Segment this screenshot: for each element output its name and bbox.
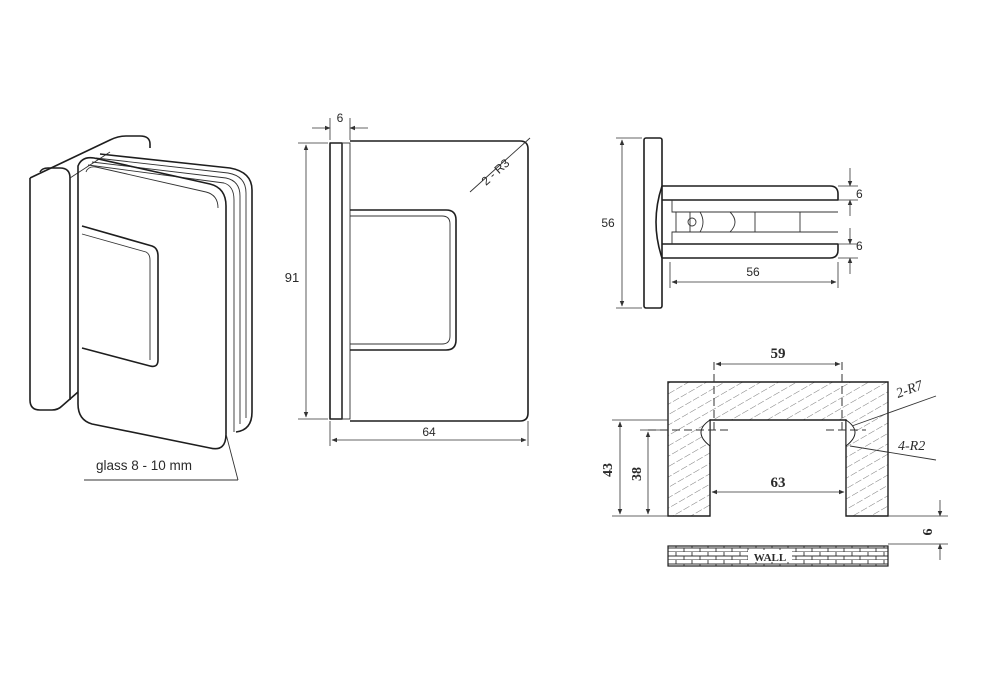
wall-label: WALL	[754, 552, 786, 564]
section-top-dim: 59	[771, 346, 786, 362]
side-height-dim: 56	[601, 216, 615, 230]
section-inner-height-dim: 38	[630, 467, 645, 481]
front-thickness-dim: 6	[337, 111, 344, 125]
glass-thickness-label: glass 8 - 10 mm	[96, 458, 192, 473]
corner-radius-label: 2 - R3	[479, 156, 513, 188]
corner-radius-label-section: 4-R2	[898, 439, 925, 454]
side-view: 56 56 6 6	[601, 137, 863, 309]
section-outer-height-dim: 43	[601, 463, 616, 477]
side-bottom-gap-dim: 6	[856, 239, 863, 253]
section-inner-dim: 63	[771, 475, 786, 491]
front-view: 2 - R3 6 91 64	[285, 111, 531, 446]
isometric-view: glass 8 - 10 mm	[29, 135, 253, 481]
side-width-dim: 56	[746, 265, 760, 279]
section-wall-gap-dim: 6	[921, 529, 936, 536]
front-height-dim: 91	[285, 270, 299, 285]
front-width-dim: 64	[422, 425, 436, 439]
section-view: 59 63 43 38 6 2-R7 4-R2 WALL	[601, 346, 948, 567]
hole-radius-label: 2-R7	[894, 378, 926, 402]
glass-leader-line	[225, 433, 239, 481]
side-top-gap-dim: 6	[856, 187, 863, 201]
